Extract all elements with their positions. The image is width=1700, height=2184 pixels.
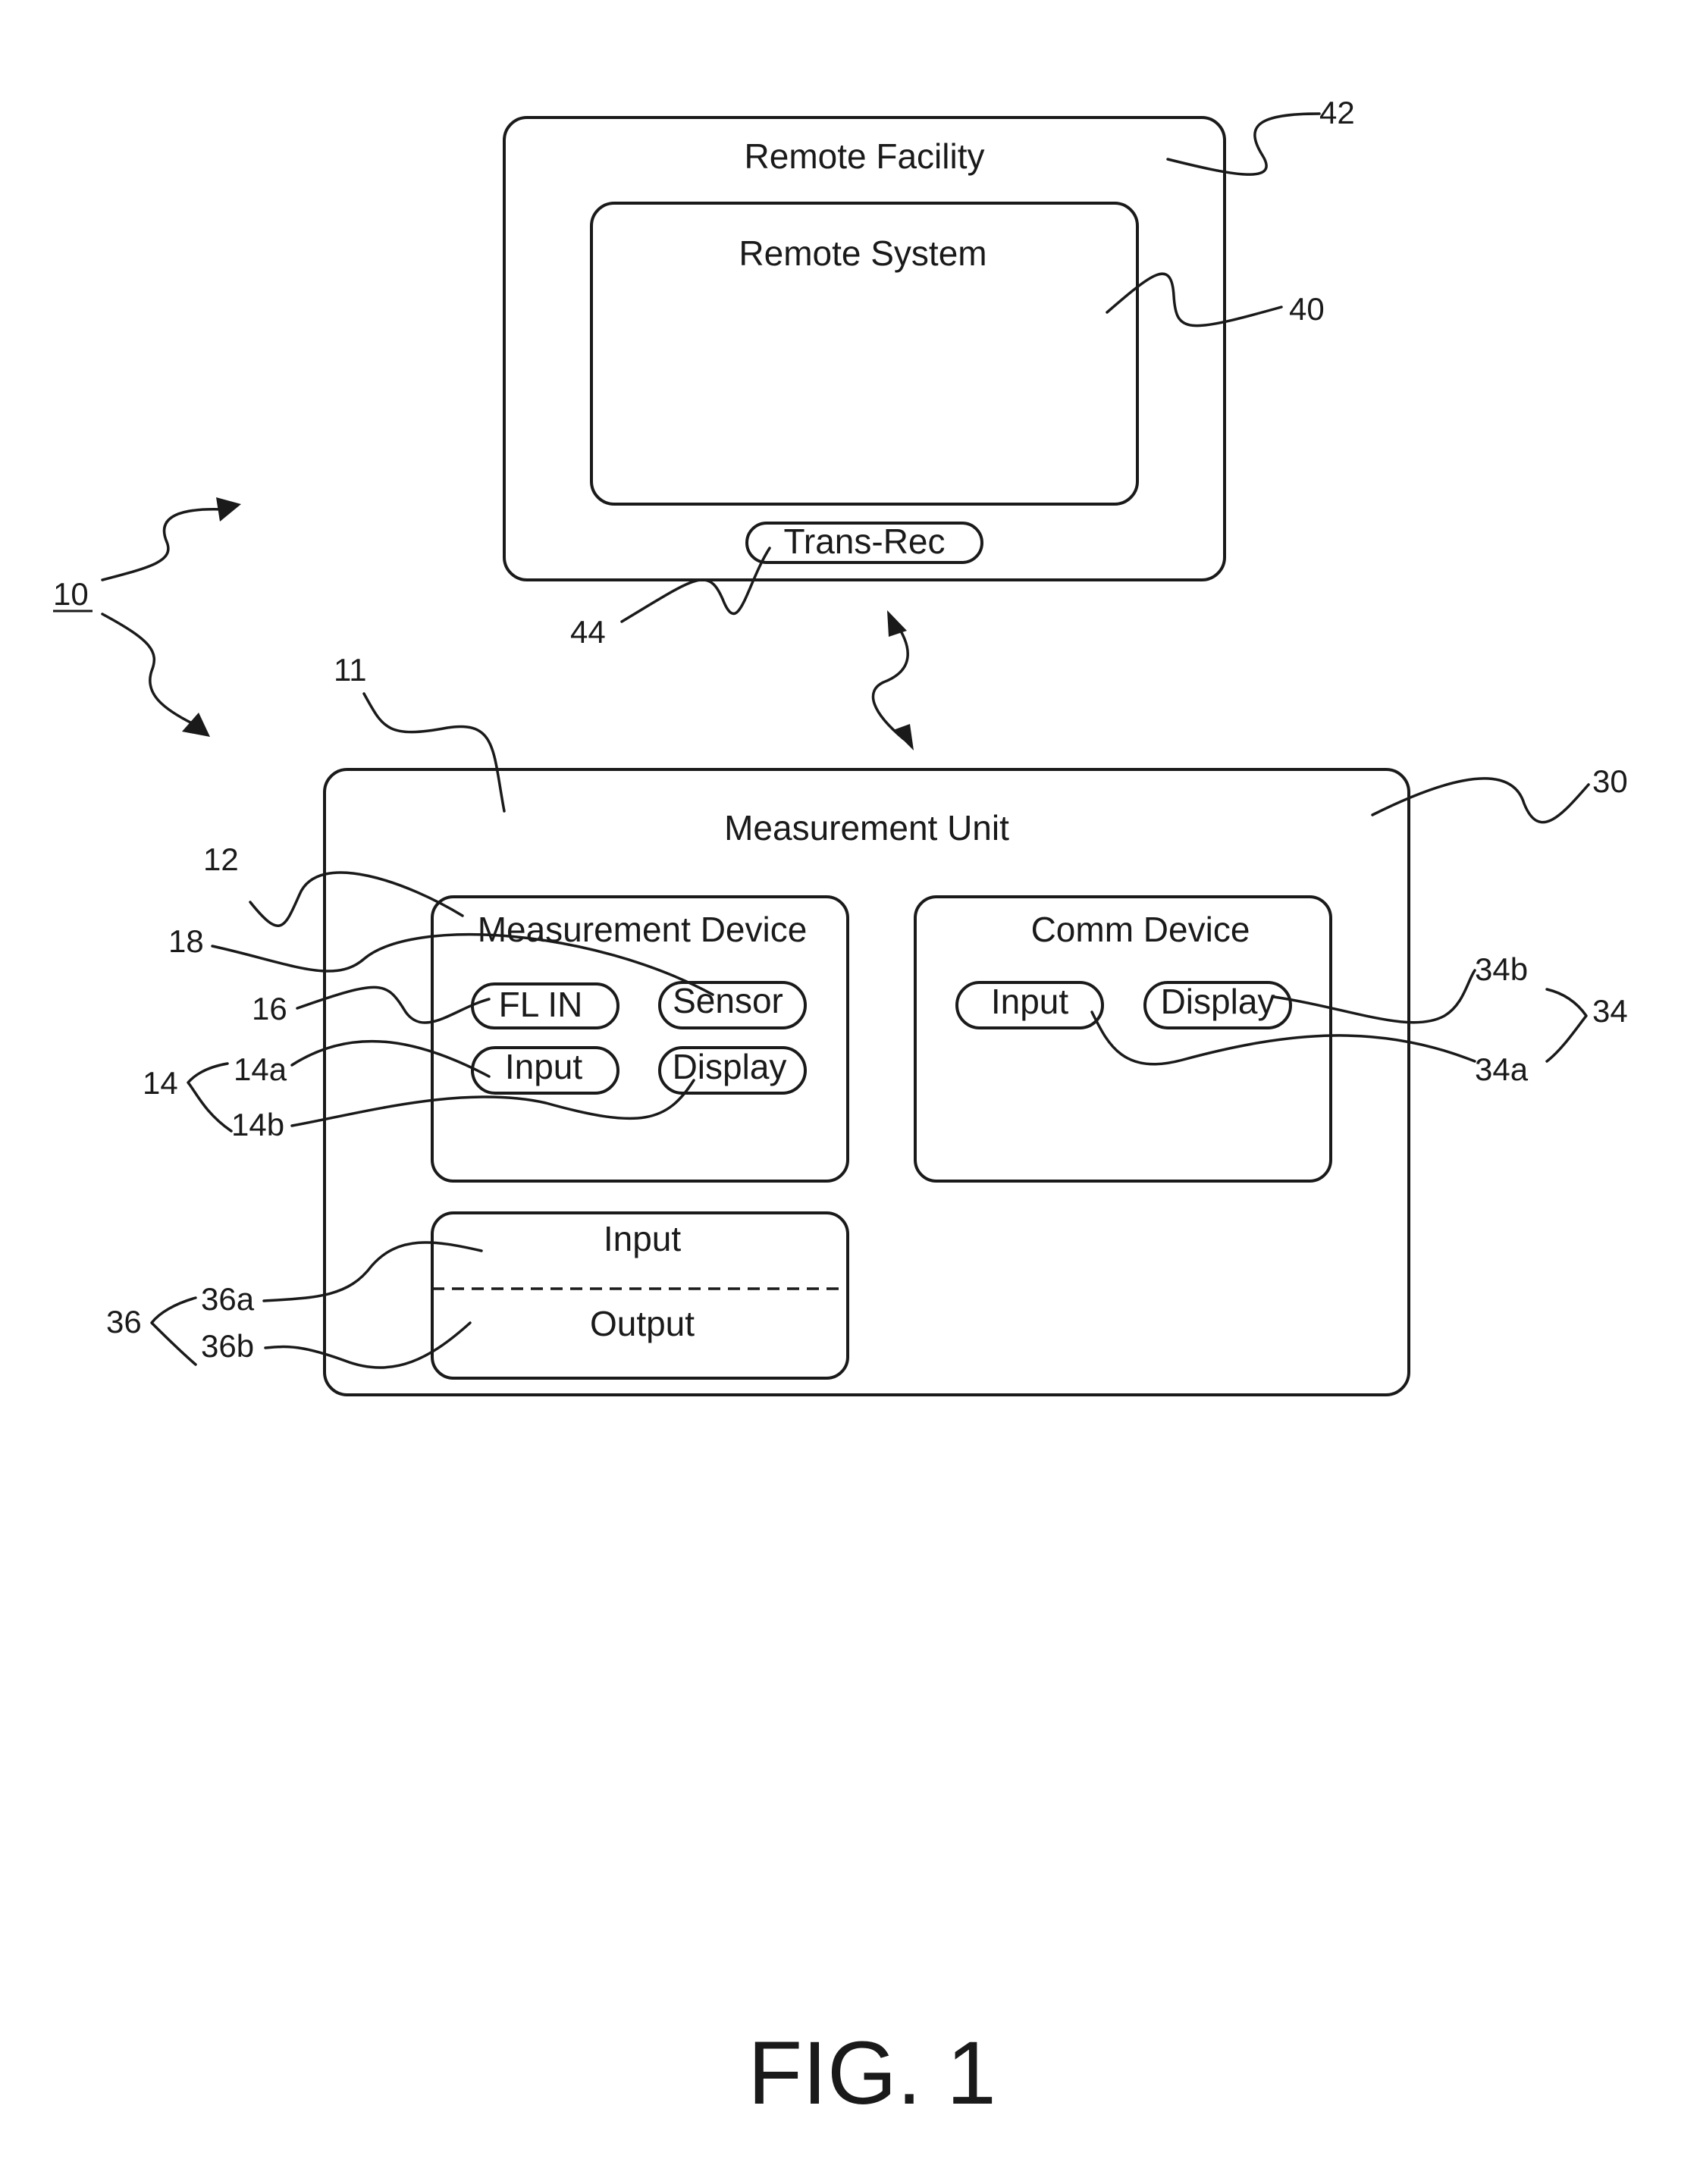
leader-12 [250,873,463,926]
measurement-unit-box [325,769,1409,1395]
comm-input-label: Input [991,982,1069,1021]
leader-36a [264,1242,481,1301]
arrow-10-down [102,614,193,724]
ref-42: 42 [1319,95,1355,130]
ref-34b: 34b [1475,951,1528,987]
ref-11: 11 [334,652,367,688]
remote-facility-box [504,118,1225,580]
sensor-label: Sensor [673,981,783,1020]
trans-rec-label: Trans-Rec [784,522,946,561]
ref-44: 44 [570,614,606,650]
ref-14: 14 [143,1065,178,1101]
comm-link-arrow [873,622,908,739]
leader-40 [1107,274,1281,325]
comm-arrowhead-up [887,610,907,637]
figure-label: FIG. 1 [748,2023,996,2123]
brace-14 [188,1064,231,1131]
arrowhead-10-down [182,713,210,737]
arrowhead-10-up [216,497,241,522]
leader-44 [622,548,770,622]
ref-18: 18 [168,923,204,959]
comm-arrowhead-down [893,724,914,750]
brace-34 [1547,989,1586,1061]
io-input-label: Input [604,1219,682,1258]
measurement-unit-label: Measurement Unit [724,808,1009,848]
remote-facility-label: Remote Facility [745,136,985,176]
md-input-label: Input [505,1047,583,1086]
ref-10: 10 [53,576,89,612]
leader-34b [1274,970,1475,1023]
ref-14a: 14a [234,1051,287,1087]
ref-30: 30 [1592,763,1628,799]
comm-display-label: Display [1161,982,1275,1021]
leader-11 [364,694,504,811]
ref-36a: 36a [201,1281,255,1317]
fl-in-label: FL IN [499,985,583,1024]
ref-12: 12 [203,841,239,877]
md-display-label: Display [673,1047,787,1086]
leader-14b [292,1080,694,1126]
ref-14b: 14b [231,1107,284,1142]
ref-36: 36 [106,1304,142,1340]
ref-40: 40 [1289,291,1325,327]
ref-34: 34 [1592,993,1628,1029]
ref-34a: 34a [1475,1051,1529,1087]
io-output-label: Output [590,1304,695,1343]
ref-36b: 36b [201,1328,254,1364]
arrow-10-up [102,509,224,580]
comm-device-label: Comm Device [1031,910,1250,949]
leader-14a [292,1042,489,1076]
leader-30 [1372,779,1589,823]
measurement-device-label: Measurement Device [478,910,808,949]
leader-42 [1168,114,1319,174]
remote-system-label: Remote System [739,233,986,273]
leader-36b [265,1323,470,1368]
ref-16: 16 [252,991,287,1026]
brace-36 [152,1298,196,1365]
